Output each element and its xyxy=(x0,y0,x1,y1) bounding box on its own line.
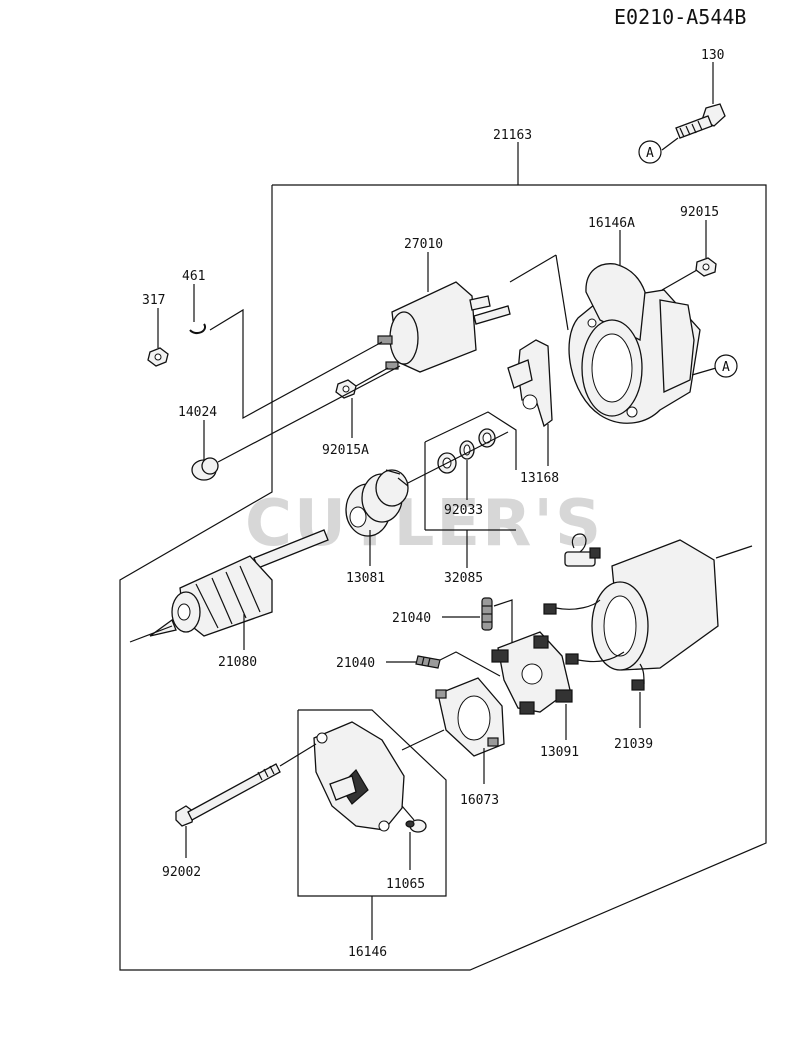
bolt-130[interactable] xyxy=(675,103,726,139)
leader-endframe-axis xyxy=(401,729,445,751)
shift-lever-13168[interactable] xyxy=(507,339,553,428)
leader-461-bracket xyxy=(209,308,383,420)
part-label-16073[interactable]: 16073 xyxy=(460,793,499,808)
leader-a-top xyxy=(661,137,679,151)
leader-92002-axis xyxy=(279,743,317,767)
part-label-21039[interactable]: 21039 xyxy=(614,737,653,752)
leader-14024-axis xyxy=(217,365,401,463)
leader-27010-housing xyxy=(509,254,557,283)
svg-text:A: A xyxy=(646,146,654,161)
cap-11065[interactable] xyxy=(405,819,427,833)
part-label-11065[interactable]: 11065 xyxy=(386,877,425,892)
leader-washers-axis xyxy=(401,431,509,487)
part-label-92002[interactable]: 92002 xyxy=(162,865,201,880)
part-label-16146A[interactable]: 16146A xyxy=(588,216,635,231)
bracket-16146 xyxy=(297,709,447,897)
through-bolt-92002[interactable] xyxy=(175,763,281,827)
housing-16146A[interactable] xyxy=(568,263,701,424)
diagram-code: E0210-A544B xyxy=(614,5,746,29)
assembly-outline xyxy=(119,184,767,971)
leader-92015A-to-solenoid xyxy=(355,367,389,387)
leader-27010-housing-2 xyxy=(555,254,569,331)
pinion-clutch-13081[interactable] xyxy=(345,469,409,537)
part-label-130[interactable]: 130 xyxy=(701,48,724,63)
bracket-32085 xyxy=(424,411,517,470)
field-yoke-21039[interactable] xyxy=(543,533,719,691)
spring-21040-b[interactable] xyxy=(415,655,441,669)
callout-a-top: A xyxy=(638,140,662,164)
lock-washer-461[interactable] xyxy=(189,323,207,335)
washer-set-92033[interactable] xyxy=(437,428,496,474)
solenoid-27010[interactable] xyxy=(377,281,511,373)
nut-92015A[interactable] xyxy=(335,379,357,399)
brush-plate-16073[interactable] xyxy=(435,677,505,757)
part-label-92015[interactable]: 92015 xyxy=(680,205,719,220)
part-label-21080[interactable]: 21080 xyxy=(218,655,257,670)
brush-holder-13091[interactable] xyxy=(491,631,573,715)
part-label-13168[interactable]: 13168 xyxy=(520,471,559,486)
leader-a-housing xyxy=(691,367,717,376)
svg-text:A: A xyxy=(722,360,730,375)
callout-a-housing: A xyxy=(714,354,738,378)
part-label-21163[interactable]: 21163 xyxy=(493,128,532,143)
leader-11065-axis xyxy=(401,805,415,821)
part-label-27010[interactable]: 27010 xyxy=(404,237,443,252)
end-frame-16146[interactable] xyxy=(313,721,405,832)
plunger-14024[interactable] xyxy=(191,457,219,481)
leader-92015-to-housing xyxy=(661,269,698,291)
part-label-13091[interactable]: 13091 xyxy=(540,745,579,760)
part-label-16146[interactable]: 16146 xyxy=(348,945,387,960)
armature-21080[interactable] xyxy=(149,529,329,637)
part-label-13081[interactable]: 13081 xyxy=(346,571,385,586)
part-label-21040-b[interactable]: 21040 xyxy=(336,656,375,671)
leader-armature-axis xyxy=(129,625,173,643)
part-label-92015A[interactable]: 92015A xyxy=(322,443,369,458)
nut-92015[interactable] xyxy=(695,257,717,277)
part-label-461[interactable]: 461 xyxy=(182,269,205,284)
part-label-21040-a[interactable]: 21040 xyxy=(392,611,431,626)
bracket-21040 xyxy=(439,651,501,677)
part-label-92033[interactable]: 92033 xyxy=(444,503,483,518)
part-label-317[interactable]: 317 xyxy=(142,293,165,308)
spring-21040-a[interactable] xyxy=(481,597,493,631)
part-label-32085[interactable]: 32085 xyxy=(444,571,483,586)
bracket-21040-a xyxy=(493,599,513,648)
leader-yoke-axis xyxy=(715,545,753,559)
part-label-14024[interactable]: 14024 xyxy=(178,405,217,420)
nut-317[interactable] xyxy=(147,347,169,367)
